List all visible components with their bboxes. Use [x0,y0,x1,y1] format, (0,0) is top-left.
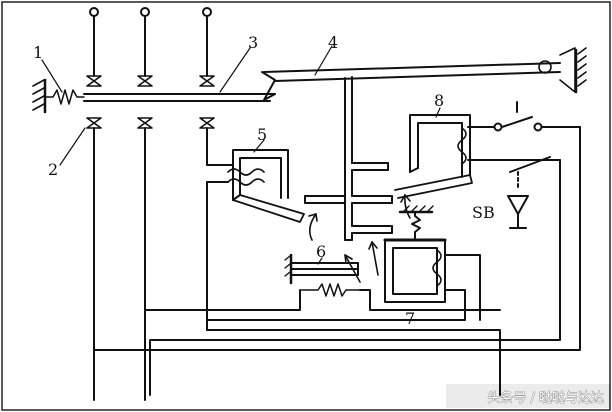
motion-arrows [308,194,411,283]
terminal-l3 [202,7,212,17]
pushbutton-sb [507,156,551,229]
spring-1 [44,89,85,105]
label-5: 5 [257,125,267,144]
lever-arm [261,62,561,101]
label-leaders [41,45,441,265]
label-3: 3 [248,33,258,52]
main-contact-bar [83,93,276,102]
terminal-l1 [89,7,99,17]
release-8-shunt [149,114,561,396]
left-wall [32,78,47,114]
watermark-text: 头条号 / 哒哒与达达 [487,390,604,406]
phase-lines [93,15,234,401]
watermark-backdrop [446,384,610,408]
label-2: 2 [48,160,58,179]
terminal-l2 [140,7,150,17]
release-6-thermal [144,253,501,311]
label-1: 1 [33,43,43,62]
label-8: 8 [434,91,444,110]
release-7-undervoltage [206,205,481,321]
trip-shaft [304,76,393,241]
label-7: 7 [405,309,415,328]
main-contacts [86,75,215,129]
label-sb: SB [472,203,495,222]
release-5-overcurrent [206,149,501,396]
auxiliary-switch [93,101,581,351]
label-6: 6 [316,242,326,261]
pivot-support [538,47,587,94]
label-4: 4 [328,33,338,52]
